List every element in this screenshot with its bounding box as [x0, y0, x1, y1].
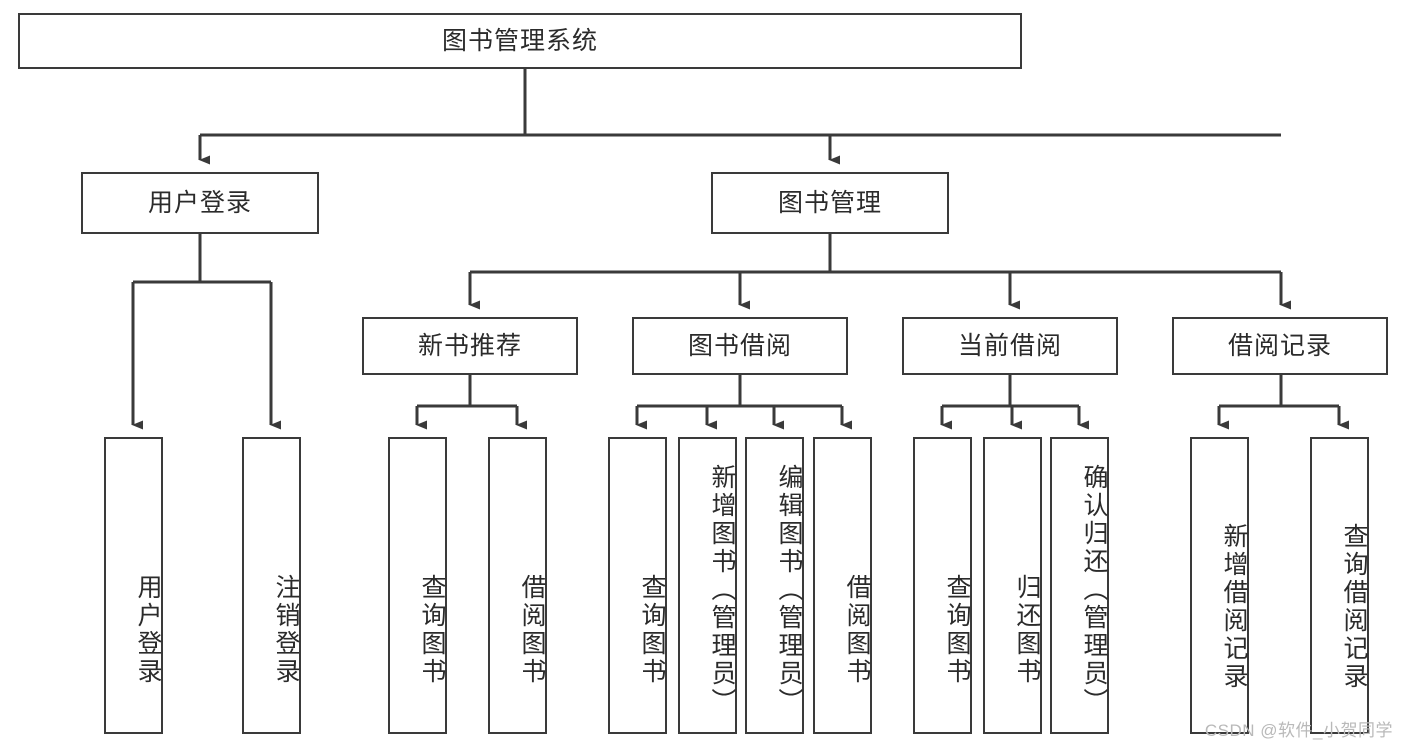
node-root[interactable]: 图书管理系统 — [18, 13, 1022, 69]
leaf-borrow-book-1[interactable]: 借阅图书 — [488, 437, 547, 734]
leaf-add-record-label: 新增借阅记录 — [1220, 523, 1248, 691]
node-user-login-label: 用户登录 — [147, 188, 252, 217]
node-book-management[interactable]: 图书管理 — [711, 172, 949, 234]
leaf-query-record[interactable]: 查询借阅记录 — [1310, 437, 1369, 734]
leaf-return-book[interactable]: 归还图书 — [983, 437, 1042, 734]
node-new-book-recommend-label: 新书推荐 — [417, 331, 522, 360]
watermark: CSDN @软件_小贺同学 — [1204, 721, 1393, 740]
leaf-query-book-3[interactable]: 查询图书 — [913, 437, 972, 734]
leaf-query-record-label: 查询借阅记录 — [1340, 523, 1368, 691]
node-book-borrow[interactable]: 图书借阅 — [632, 317, 848, 375]
leaf-add-record[interactable]: 新增借阅记录 — [1190, 437, 1249, 734]
leaf-user-login[interactable]: 用户登录 — [104, 437, 163, 734]
leaf-confirm-return[interactable]: 确认归还（管理员） — [1050, 437, 1109, 734]
node-user-login[interactable]: 用户登录 — [81, 172, 319, 234]
leaf-borrow-book-2[interactable]: 借阅图书 — [813, 437, 872, 734]
leaf-borrow-book-1-label: 借阅图书 — [518, 573, 546, 686]
leaf-add-book[interactable]: 新增图书（管理员） — [678, 437, 737, 734]
node-current-borrow[interactable]: 当前借阅 — [902, 317, 1118, 375]
node-borrow-record[interactable]: 借阅记录 — [1172, 317, 1388, 375]
leaf-edit-book-label: 编辑图书（管理员） — [775, 463, 803, 716]
leaf-query-book-1-label: 查询图书 — [418, 573, 446, 686]
leaf-borrow-book-2-label: 借阅图书 — [843, 573, 871, 686]
leaf-user-login-label: 用户登录 — [134, 573, 162, 686]
leaf-confirm-return-label: 确认归还（管理员） — [1080, 463, 1108, 716]
leaf-add-book-label: 新增图书（管理员） — [708, 463, 736, 716]
leaf-query-book-2-label: 查询图书 — [638, 573, 666, 686]
node-borrow-record-label: 借阅记录 — [1227, 331, 1332, 360]
node-book-borrow-label: 图书借阅 — [687, 331, 792, 360]
leaf-query-book-2[interactable]: 查询图书 — [608, 437, 667, 734]
node-book-management-label: 图书管理 — [777, 188, 882, 217]
leaf-query-book-1[interactable]: 查询图书 — [388, 437, 447, 734]
leaf-return-book-label: 归还图书 — [1013, 573, 1041, 686]
leaf-query-book-3-label: 查询图书 — [943, 573, 971, 686]
leaf-user-logout-label: 注销登录 — [272, 573, 300, 686]
node-new-book-recommend[interactable]: 新书推荐 — [362, 317, 578, 375]
node-root-label: 图书管理系统 — [441, 26, 598, 55]
node-current-borrow-label: 当前借阅 — [957, 331, 1062, 360]
leaf-user-logout[interactable]: 注销登录 — [242, 437, 301, 734]
leaf-edit-book[interactable]: 编辑图书（管理员） — [745, 437, 804, 734]
